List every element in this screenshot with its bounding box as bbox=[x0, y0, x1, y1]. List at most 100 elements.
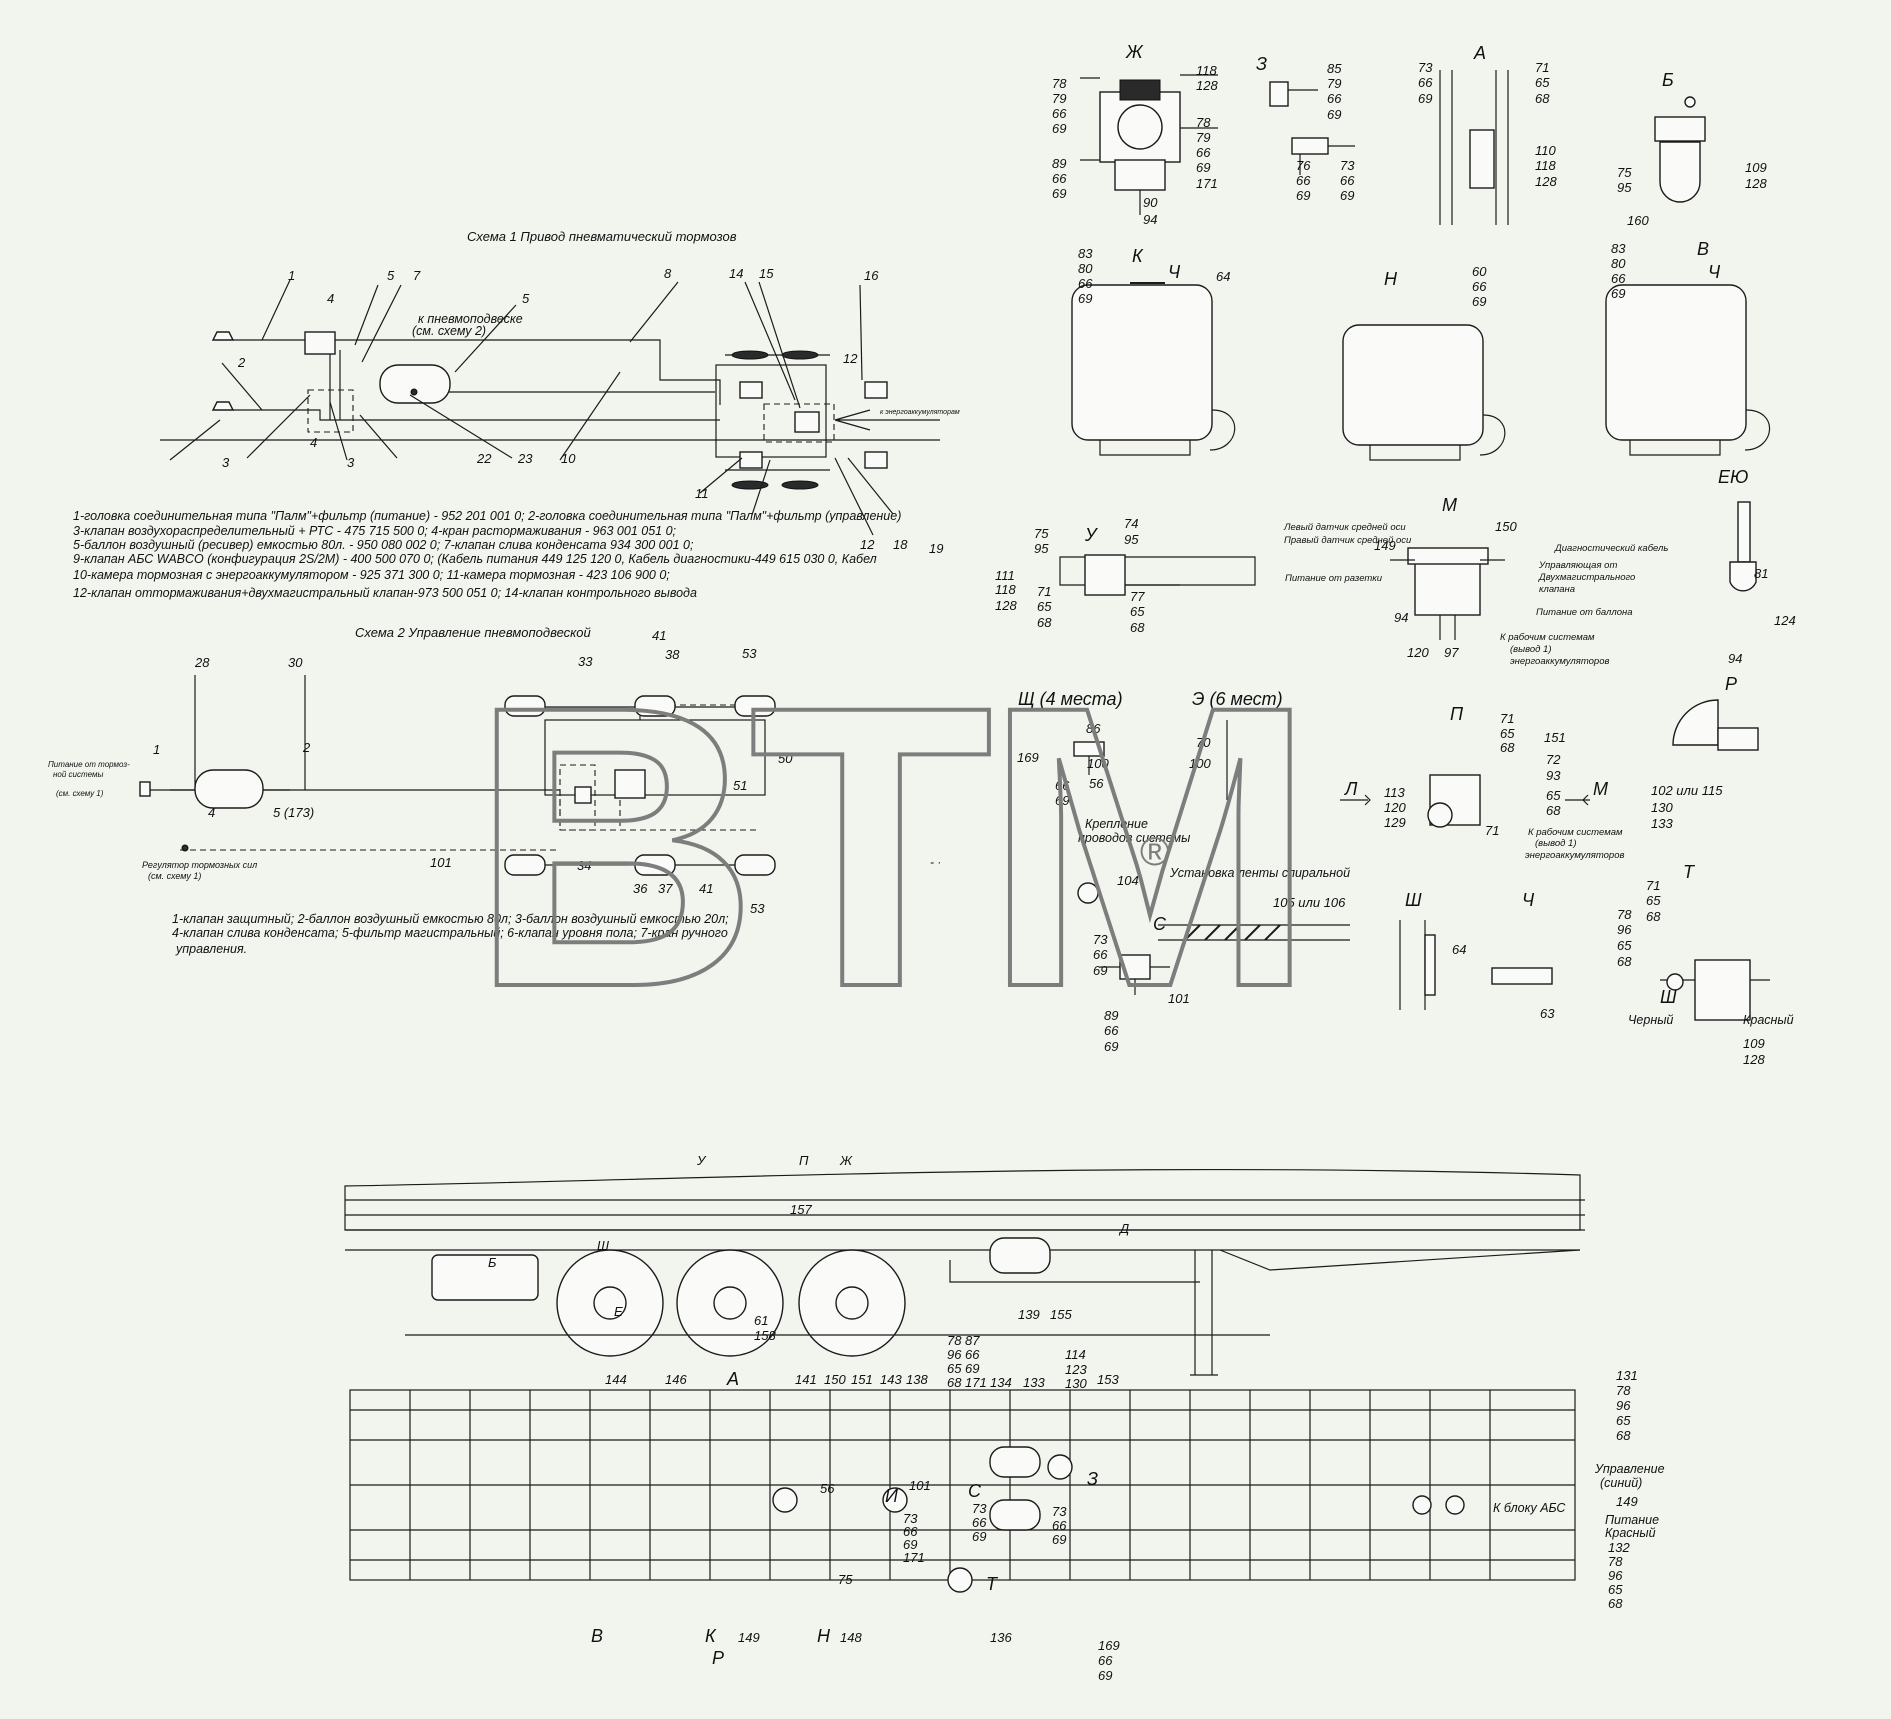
svg-text:155: 155 bbox=[1050, 1307, 1072, 1322]
svg-text:69: 69 bbox=[1055, 793, 1069, 808]
svg-text:101: 101 bbox=[909, 1478, 931, 1493]
s1-n2: 2 bbox=[237, 355, 246, 370]
detail-view-m: М Левый датчик средней оси Правый датчик… bbox=[1283, 495, 1668, 667]
svg-text:78: 78 bbox=[947, 1333, 962, 1348]
svg-text:66: 66 bbox=[1340, 173, 1355, 188]
svg-text:Ч: Ч bbox=[1708, 262, 1721, 282]
svg-text:66: 66 bbox=[903, 1524, 918, 1539]
s1-n1: 1 bbox=[288, 268, 295, 283]
svg-text:79: 79 bbox=[1052, 91, 1066, 106]
svg-text:53: 53 bbox=[750, 901, 765, 916]
s1-legend-4: 9-клапан АБС WABCO (конфигурация 2S/2M) … bbox=[73, 552, 877, 566]
svg-text:65: 65 bbox=[1500, 726, 1515, 741]
svg-text:Л: Л bbox=[1344, 779, 1358, 799]
s1-n5b: 5 bbox=[522, 291, 530, 306]
svg-text:102 или 115: 102 или 115 bbox=[1651, 783, 1723, 798]
svg-text:З: З bbox=[1256, 54, 1267, 74]
svg-text:73: 73 bbox=[1418, 60, 1433, 75]
svg-text:У: У bbox=[1084, 525, 1098, 545]
svg-text:69: 69 bbox=[972, 1529, 986, 1544]
abs-output-label: к энергоаккумуляторам bbox=[880, 409, 960, 416]
coupling-head-supply bbox=[211, 331, 235, 341]
svg-text:138: 138 bbox=[906, 1372, 928, 1387]
svg-text:65: 65 bbox=[1535, 75, 1550, 90]
svg-text:169: 169 bbox=[1017, 750, 1039, 765]
svg-text:109: 109 bbox=[1745, 160, 1767, 175]
svg-text:66: 66 bbox=[1055, 778, 1070, 793]
s1-n22: 22 bbox=[476, 451, 492, 466]
svg-text:101: 101 bbox=[1168, 991, 1190, 1006]
svg-text:120: 120 bbox=[1407, 645, 1429, 660]
svg-text:130: 130 bbox=[1065, 1376, 1087, 1391]
scheme-1-legend: 1-головка соединительная типа "Палм"+фил… bbox=[73, 509, 901, 600]
svg-text:76: 76 bbox=[1296, 158, 1311, 173]
svg-text:энергоаккумуляторов: энергоаккумуляторов bbox=[1510, 656, 1609, 667]
s2-supply-1: Питание от тормоз- bbox=[48, 760, 130, 769]
svg-text:66: 66 bbox=[1104, 1023, 1119, 1038]
svg-text:68: 68 bbox=[1646, 909, 1661, 924]
svg-text:68: 68 bbox=[1546, 803, 1561, 818]
svg-text:61: 61 bbox=[754, 1313, 768, 1328]
svg-text:Б: Б bbox=[488, 1255, 497, 1270]
svg-text:Б: Б bbox=[1662, 70, 1674, 90]
svg-text:124: 124 bbox=[1774, 613, 1796, 628]
svg-text:123: 123 bbox=[1065, 1362, 1087, 1377]
s1-n3: 3 bbox=[222, 455, 230, 470]
svg-text:83: 83 bbox=[1611, 241, 1626, 256]
svg-text:69: 69 bbox=[1093, 963, 1107, 978]
svg-text:65: 65 bbox=[1608, 1582, 1623, 1597]
svg-text:128: 128 bbox=[1743, 1052, 1765, 1067]
svg-text:71: 71 bbox=[1500, 711, 1514, 726]
svg-text:78: 78 bbox=[1616, 1383, 1631, 1398]
svg-text:69: 69 bbox=[1340, 188, 1354, 203]
svg-text:проводов системы: проводов системы bbox=[1078, 831, 1190, 845]
s1-n11: 11 bbox=[695, 486, 709, 501]
s1-legend-2: 3-клапан воздухораспределительный + РТС … bbox=[73, 524, 677, 538]
svg-text:К: К bbox=[1132, 246, 1144, 266]
svg-text:36: 36 bbox=[633, 881, 648, 896]
svg-text:100: 100 bbox=[1087, 756, 1109, 771]
svg-text:69: 69 bbox=[1098, 1668, 1112, 1683]
detail-view-shch: Щ (4 места) 86 169 100 66 69 56 bbox=[1017, 689, 1123, 808]
receiver-80l bbox=[379, 364, 451, 404]
svg-text:148: 148 bbox=[840, 1630, 862, 1645]
scheme-2-legend: 1-клапан защитный; 2-баллон воздушный ем… bbox=[172, 912, 729, 956]
scheme-1-title: Схема 1 Привод пневматический тормозов bbox=[467, 229, 737, 244]
svg-text:66: 66 bbox=[1611, 271, 1626, 286]
detail-view-e6: Э (6 мест) 70 100 bbox=[1189, 689, 1283, 800]
s1-n15: 15 bbox=[759, 266, 774, 281]
svg-text:69: 69 bbox=[1104, 1039, 1118, 1054]
s1-n7: 7 bbox=[413, 268, 421, 283]
svg-text:53: 53 bbox=[742, 646, 757, 661]
s1-n10: 10 bbox=[561, 451, 576, 466]
svg-text:Установка ленты спиральной: Установка ленты спиральной bbox=[1169, 866, 1350, 880]
svg-text:Питание от разетки: Питание от разетки bbox=[1285, 573, 1383, 584]
svg-text:66: 66 bbox=[1296, 173, 1311, 188]
svg-text:66: 66 bbox=[1098, 1653, 1113, 1668]
svg-text:Т: Т bbox=[986, 1574, 999, 1594]
svg-text:128: 128 bbox=[995, 598, 1017, 613]
wire-fixing: Крепление проводов системы 104 bbox=[1077, 817, 1190, 904]
svg-text:33: 33 bbox=[578, 654, 593, 669]
svg-text:68: 68 bbox=[1616, 1428, 1631, 1443]
svg-text:73: 73 bbox=[972, 1501, 987, 1516]
svg-text:114: 114 bbox=[1065, 1347, 1086, 1362]
svg-text:Э (6 мест): Э (6 мест) bbox=[1192, 689, 1283, 709]
svg-text:131: 131 bbox=[1616, 1368, 1638, 1383]
detail-view-r: Р 102 или 115 130 133 bbox=[1651, 674, 1759, 831]
svg-text:Ч: Ч bbox=[1522, 890, 1535, 910]
s1-n4: 4 bbox=[327, 291, 334, 306]
svg-text:100: 100 bbox=[1189, 756, 1211, 771]
svg-text:69: 69 bbox=[1078, 291, 1092, 306]
svg-text:94: 94 bbox=[1394, 610, 1408, 625]
watermark: BTM ® bbox=[468, 621, 1318, 1072]
svg-text:28: 28 bbox=[194, 655, 210, 670]
svg-text:Р: Р bbox=[712, 1648, 724, 1668]
svg-text:95: 95 bbox=[1034, 541, 1049, 556]
watermark-text: BTM bbox=[470, 623, 1306, 1070]
svg-text:113: 113 bbox=[1384, 785, 1405, 800]
svg-text:69: 69 bbox=[903, 1537, 917, 1552]
svg-text:В: В bbox=[591, 1626, 603, 1646]
